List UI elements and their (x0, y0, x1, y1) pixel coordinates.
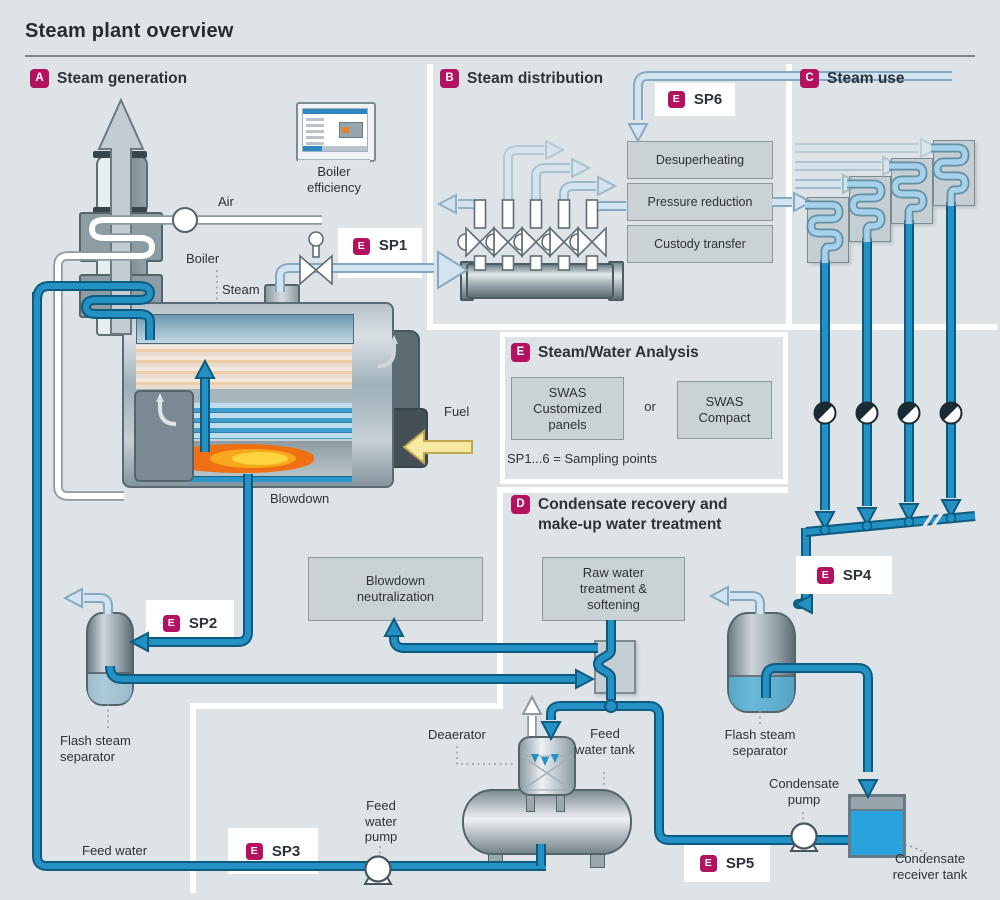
divider-d-step (190, 703, 503, 709)
deaerator-spray-icons (531, 754, 559, 766)
swas-compact-box: SWAS Compact (677, 381, 772, 439)
page-title: Steam plant overview (25, 20, 234, 42)
air-label: Air (218, 194, 234, 209)
condensate-receiver-tank-label: Condensate receiver tank (892, 851, 968, 882)
fuel-label: Fuel (444, 404, 470, 419)
screen-footer-bar (303, 146, 367, 151)
desuperheating-box: Desuperheating (627, 141, 773, 179)
screen-menu-lines (306, 118, 324, 145)
condensate-pump-icon (789, 822, 819, 853)
feed-water-label: Feed water (82, 843, 148, 858)
steam-label: Steam (222, 282, 260, 297)
sp-badge-icon: E (816, 566, 834, 584)
swas-or-label: or (644, 399, 656, 414)
divider-d-left (497, 487, 503, 709)
divider-d-top (497, 487, 788, 493)
condensate-receiver-tank (848, 794, 906, 858)
section-d-badge: D (511, 495, 530, 514)
pressure-reduction-box: Pressure reduction (627, 183, 773, 221)
screen-chin (298, 159, 370, 166)
title-rule (25, 55, 975, 57)
boiler-divider-band (136, 391, 352, 401)
boiler-tube-bank-upper (136, 345, 352, 389)
feed-water-tank-label: Feed water tank (575, 726, 635, 757)
raw-water-treatment-box: Raw water treatment & softening (542, 557, 685, 621)
sp-badge-icon: E (667, 91, 685, 108)
section-a-header: A Steam generation (30, 69, 187, 88)
divider-bc-bottom (427, 324, 997, 330)
section-e-badge: E (511, 343, 530, 362)
fuel-arrow-icon (402, 428, 473, 466)
section-a-badge: A (30, 69, 49, 88)
custody-transfer-box: Custody transfer (627, 225, 773, 263)
flash-separator-left-label: Flash steam separator (60, 733, 131, 764)
blowdown-neutralization-box: Blowdown neutralization (308, 557, 483, 621)
flash-steam-separator-left (86, 612, 134, 706)
section-b-badge: B (440, 69, 459, 88)
pipe-junction (604, 699, 618, 713)
steam-flow-arrow-icon (437, 250, 469, 290)
boiler-efficiency-label: Boiler efficiency (307, 164, 361, 195)
sp-badge-icon: E (162, 614, 180, 632)
swas-customized-box: SWAS Customized panels (511, 377, 624, 440)
screen-titlebar (303, 109, 367, 114)
steam-outlet-valve-icon (299, 231, 333, 286)
sp-badge-icon: E (699, 854, 717, 872)
pipe-break-icon (919, 508, 946, 533)
sp-badge-icon: E (352, 238, 370, 255)
flash-separator-right-label: Flash steam separator (724, 727, 796, 758)
boiler-front-panel (134, 390, 194, 482)
air-damper-icon (172, 207, 198, 233)
feed-water-pump-icon (363, 855, 393, 886)
deaerator-label: Deaerator (428, 727, 486, 742)
blowdown-label: Blowdown (270, 491, 330, 506)
divider-a-b (427, 64, 433, 327)
sampling-legend: SP1...6 = Sampling points (507, 451, 657, 466)
section-c-badge: C (800, 69, 819, 88)
section-e-header: E Steam/Water Analysis (511, 343, 699, 362)
boiler-label: Boiler (186, 251, 220, 266)
boiler-illustration (122, 302, 394, 488)
screen-boiler-graphic (339, 122, 363, 138)
section-b-header: B Steam distribution (440, 69, 603, 88)
divider-b-c (786, 64, 792, 327)
boiler-efficiency-screen (296, 102, 376, 166)
section-c-header: C Steam use (800, 69, 905, 88)
flame-icon (162, 444, 314, 473)
sp-badge-icon: E (245, 842, 263, 860)
screen-display (302, 108, 368, 152)
analysis-region-frame (500, 332, 788, 484)
divider-d-left-lower (190, 703, 196, 893)
deaerator-vessel (518, 736, 576, 796)
boiler-steam-space (136, 314, 354, 344)
feed-water-pump-label: Feed water pump (364, 798, 398, 844)
condensate-pump-label: Condensate pump (768, 776, 840, 807)
